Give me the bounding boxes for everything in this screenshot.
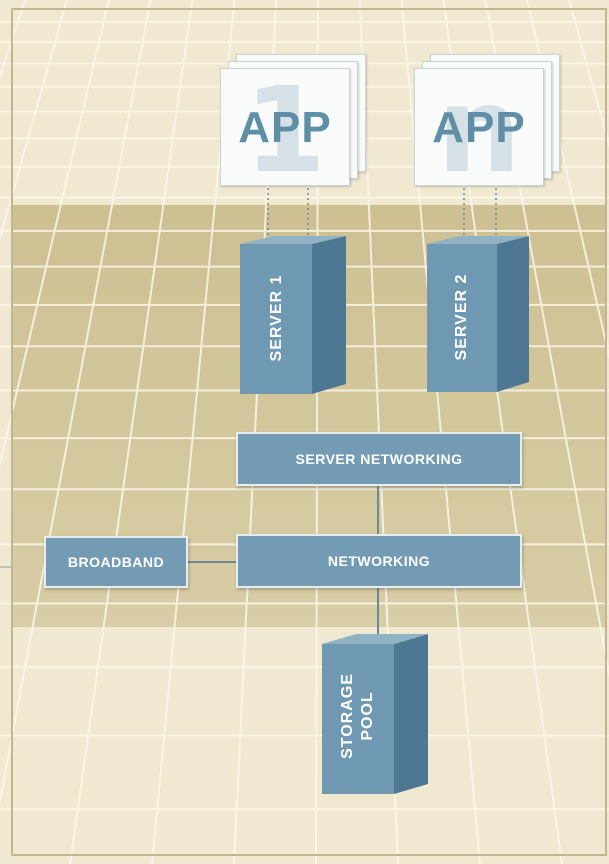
app-sheet-front: 1 APP bbox=[220, 68, 350, 186]
grid-line-vertical bbox=[0, 0, 68, 242]
storage-label-line2: POOL bbox=[359, 691, 376, 741]
app-sheet-front: n APP bbox=[414, 68, 544, 186]
app-card-n: n APP bbox=[414, 54, 560, 186]
grid-line-vertical bbox=[69, 0, 194, 864]
server-2-shape bbox=[427, 236, 529, 392]
networking-label: NETWORKING bbox=[327, 553, 431, 569]
storage-pool-label: STORAGE POOL bbox=[338, 636, 378, 796]
grid-line-vertical bbox=[526, 0, 609, 361]
grid-line-vertical bbox=[0, 0, 110, 468]
server-networking-box: SERVER NETWORKING bbox=[236, 432, 522, 486]
app-card-1: 1 APP bbox=[220, 54, 366, 186]
networking-box: NETWORKING bbox=[236, 534, 522, 588]
app-label: APP bbox=[238, 103, 332, 152]
server-1-label: SERVER 1 bbox=[268, 274, 285, 362]
app-number: 1 bbox=[243, 68, 327, 186]
broadband-label: BROADBAND bbox=[67, 554, 165, 570]
storage-label-line1: STORAGE bbox=[339, 673, 356, 759]
broadband-box: BROADBAND bbox=[44, 536, 188, 588]
server-1: SERVER 1 bbox=[240, 236, 348, 394]
storage-pool-shape bbox=[322, 634, 428, 794]
app-label: APP bbox=[432, 103, 526, 152]
server-2: SERVER 2 bbox=[427, 236, 531, 392]
server-networking-label: SERVER NETWORKING bbox=[295, 451, 463, 467]
server-1-shape bbox=[240, 236, 346, 394]
app-number: n bbox=[436, 68, 521, 186]
storage-pool: STORAGE POOL bbox=[322, 634, 430, 794]
server-2-label: SERVER 2 bbox=[453, 273, 470, 361]
grid-line-vertical bbox=[0, 0, 152, 806]
